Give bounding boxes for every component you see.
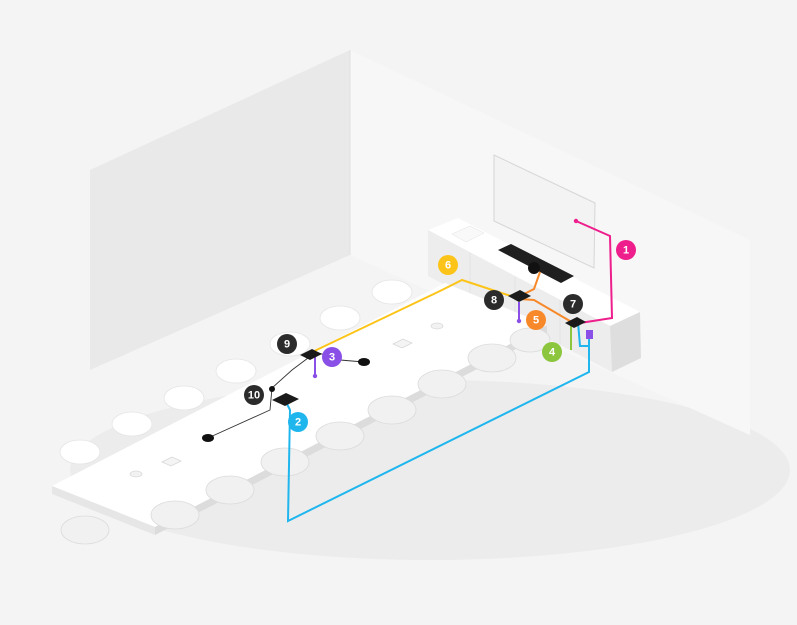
- back-wall: [90, 50, 350, 370]
- callout-badge-label: 10: [248, 390, 260, 402]
- cable-retainer: [269, 386, 275, 392]
- callout-badge-8: 8: [484, 290, 504, 310]
- purple-connector: [516, 318, 522, 324]
- cable-pink: [575, 220, 614, 324]
- callout-badge-circle: [244, 385, 264, 405]
- callout-badge-circle: [277, 334, 297, 354]
- table-grommet: [430, 322, 444, 330]
- callout-badge-label: 8: [491, 295, 497, 307]
- callout-badge-circle: [484, 290, 504, 310]
- callout-badge-label: 9: [284, 339, 290, 351]
- callout-badge-label: 2: [295, 417, 301, 429]
- table-tap-device: [272, 393, 299, 406]
- chair-row-front: [60, 327, 551, 545]
- callout-badge-1: 1: [616, 240, 636, 260]
- table-microphone: [358, 358, 370, 366]
- callout-badge-circle: [322, 347, 342, 367]
- callout-badge-label: 6: [445, 260, 451, 272]
- callout-badge-6: 6: [438, 255, 458, 275]
- callout-badge-circle: [563, 294, 583, 314]
- callout-badge-circle: [542, 342, 562, 362]
- display-screen: [493, 154, 596, 269]
- cable-yellow: [305, 278, 521, 356]
- table-top: [52, 283, 547, 527]
- compute-device: [565, 317, 586, 328]
- callout-badge-label: 1: [623, 245, 629, 257]
- callout-badge-label: 7: [570, 299, 576, 311]
- callout-badge-label: 3: [329, 352, 335, 364]
- callout-badge-3: 3: [322, 347, 342, 367]
- table-microphone: [202, 434, 214, 442]
- cable-orange: [519, 298, 576, 325]
- table-hub-device: [300, 349, 322, 360]
- callout-badge-2: 2: [288, 412, 308, 432]
- table-panel: [161, 456, 182, 467]
- callout-badge-5: 5: [526, 310, 546, 330]
- pink-connector: [573, 218, 579, 224]
- callout-badge-circle: [616, 240, 636, 260]
- hub-device: [508, 290, 531, 302]
- cable-cyan: [284, 338, 590, 523]
- credenza-box: [451, 225, 485, 243]
- callout-badge-9: 9: [277, 334, 297, 354]
- callout-badge-4: 4: [542, 342, 562, 362]
- credenza-side: [610, 312, 641, 372]
- cable-cyan: [577, 321, 589, 347]
- camera-icon: [528, 262, 540, 274]
- callout-badge-label: 4: [549, 347, 556, 359]
- power-outlet: [586, 330, 593, 339]
- table-panel: [392, 338, 413, 349]
- callout-badges: 1 2 3 4 5 6 7 8 9 10: [244, 240, 636, 432]
- callout-badge-label: 5: [533, 315, 539, 327]
- callout-badge-10: 10: [244, 385, 264, 405]
- callout-badge-circle: [438, 255, 458, 275]
- callout-badge-circle: [526, 310, 546, 330]
- table-edge-front: [52, 486, 155, 535]
- table-grommet: [129, 470, 143, 478]
- callout-badge-7: 7: [563, 294, 583, 314]
- purple-connector: [312, 373, 318, 379]
- callout-badge-circle: [288, 412, 308, 432]
